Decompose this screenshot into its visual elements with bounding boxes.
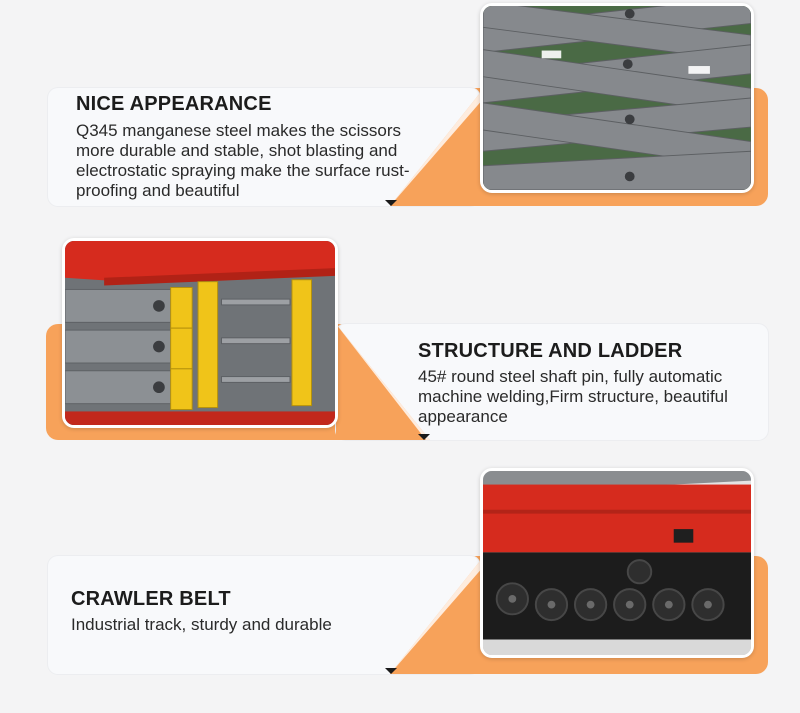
pointer-arrow-icon [385, 668, 397, 674]
feature-description: Industrial track, sturdy and durable [71, 615, 332, 634]
pointer-arrow-icon [385, 200, 397, 206]
feature-description: Q345 manganese steel makes the scissors … [76, 121, 410, 200]
feature-card-nice-appearance: NICE APPEARANCE Q345 manganese steel mak… [0, 0, 800, 215]
pointer-arrow-icon [418, 434, 430, 440]
ladder-structure-photo [62, 238, 338, 428]
feature-description: 45# round steel shaft pin, fully automat… [418, 367, 728, 426]
feature-card-structure-and-ladder: STRUCTURE AND LADDER 45# round steel sha… [0, 230, 800, 445]
diagonal-divider [390, 556, 484, 674]
diagonal-divider [390, 88, 484, 206]
feature-title: NICE APPEARANCE [76, 93, 272, 115]
feature-title: CRAWLER BELT [71, 588, 231, 610]
feature-card-crawler-belt: CRAWLER BELT Industrial track, sturdy an… [0, 460, 800, 713]
diagonal-divider [336, 324, 430, 440]
feature-title: STRUCTURE AND LADDER [418, 340, 683, 362]
scissor-arms-photo [480, 3, 754, 193]
crawler-track-photo [480, 468, 754, 658]
